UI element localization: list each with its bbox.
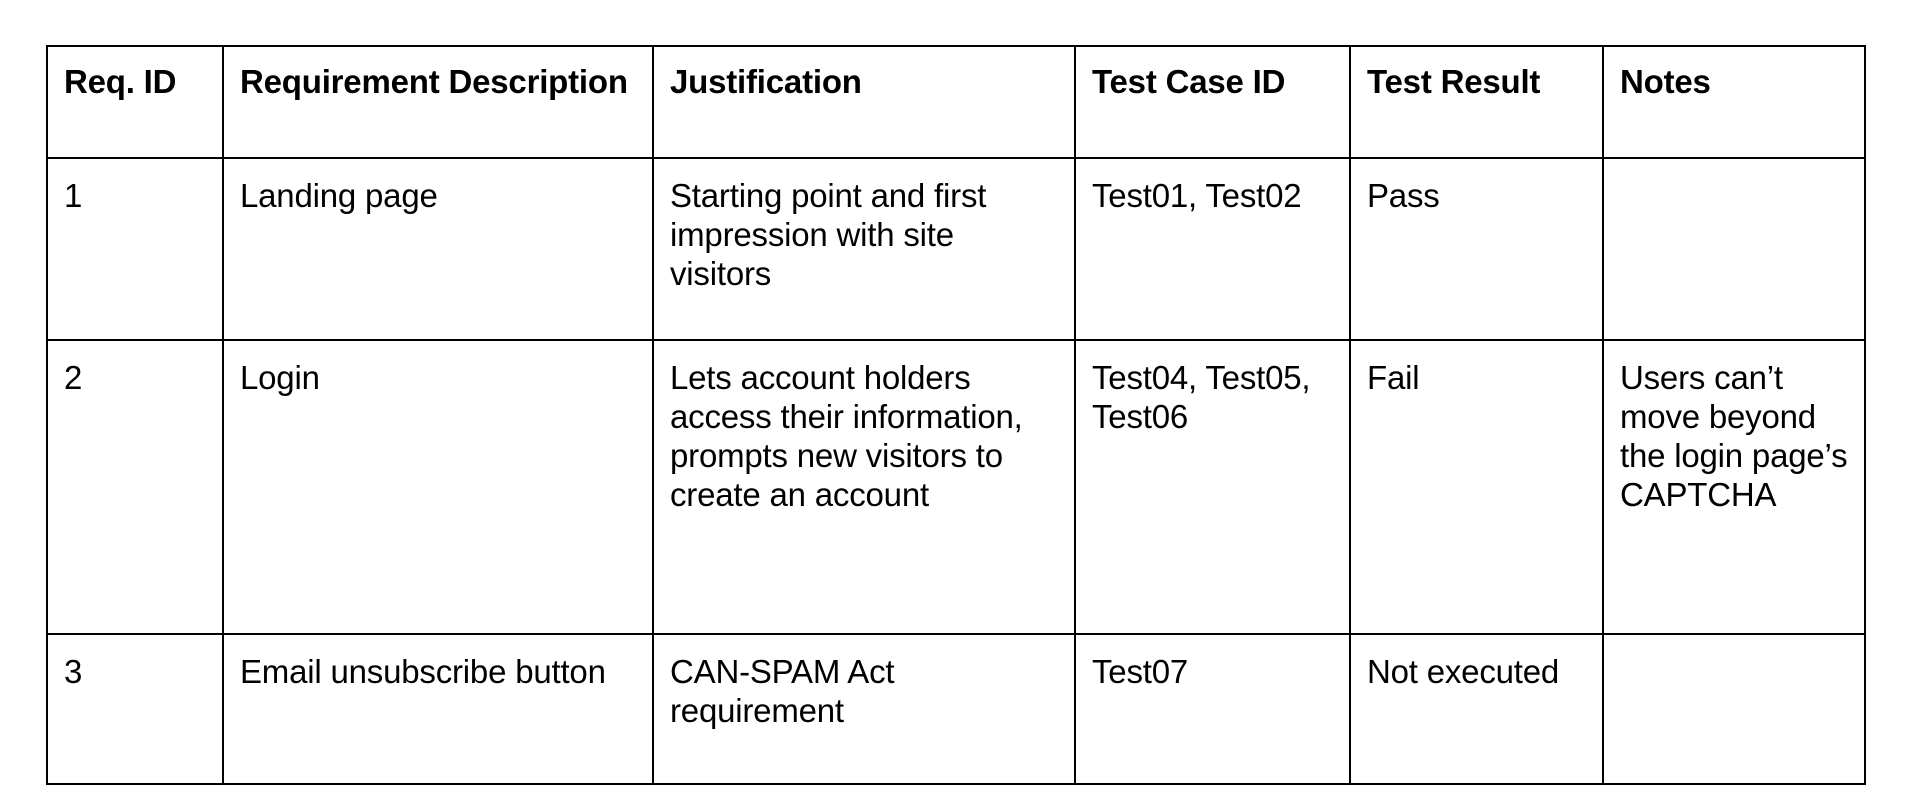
status-badge: Pass (1367, 177, 1440, 214)
cell-test-result: Pass (1349, 157, 1604, 341)
cell-justification: CAN-SPAM Act requirement (652, 633, 1076, 785)
cell-value: Login (240, 359, 320, 396)
cell-value: Users can’t move beyond the login page’s… (1620, 359, 1848, 513)
status-badge: Not executed (1367, 653, 1560, 690)
table-header-row: Req. ID Requirement Description Justific… (46, 45, 1866, 159)
cell-req-id: 1 (46, 157, 224, 341)
cell-value: Test04, Test05, Test06 (1092, 359, 1311, 435)
table-row: 3 Email unsubscribe button CAN-SPAM Act … (46, 633, 1866, 785)
cell-test-case-id: Test04, Test05, Test06 (1074, 339, 1351, 635)
cell-notes (1602, 157, 1866, 341)
column-header-justification: Justification (652, 45, 1076, 159)
column-header-label: Notes (1620, 63, 1711, 100)
cell-value: Starting point and first impression with… (670, 177, 987, 292)
cell-value: Landing page (240, 177, 438, 214)
cell-value (1620, 177, 1848, 178)
cell-justification: Lets account holders access their inform… (652, 339, 1076, 635)
cell-value: Email unsubscribe button (240, 653, 606, 690)
cell-value: CAN-SPAM Act requirement (670, 653, 895, 729)
column-header-label: Justification (670, 63, 862, 100)
cell-value: 2 (64, 359, 83, 396)
cell-req-id: 2 (46, 339, 224, 635)
table-header: Req. ID Requirement Description Justific… (46, 45, 1866, 159)
table-row: 1 Landing page Starting point and first … (46, 157, 1866, 341)
cell-requirement-description: Email unsubscribe button (222, 633, 654, 785)
cell-value: Test01, Test02 (1092, 177, 1302, 214)
cell-requirement-description: Landing page (222, 157, 654, 341)
cell-req-id: 3 (46, 633, 224, 785)
cell-test-result: Not executed (1349, 633, 1604, 785)
cell-test-result: Fail (1349, 339, 1604, 635)
column-header-notes: Notes (1602, 45, 1866, 159)
cell-justification: Starting point and first impression with… (652, 157, 1076, 341)
column-header-test-case-id: Test Case ID (1074, 45, 1351, 159)
cell-value (1620, 653, 1848, 654)
cell-test-case-id: Test07 (1074, 633, 1351, 785)
cell-notes (1602, 633, 1866, 785)
cell-requirement-description: Login (222, 339, 654, 635)
column-header-req-id: Req. ID (46, 45, 224, 159)
cell-test-case-id: Test01, Test02 (1074, 157, 1351, 341)
column-header-requirement-description: Requirement Description (222, 45, 654, 159)
requirements-traceability-table: Req. ID Requirement Description Justific… (46, 45, 1866, 785)
cell-value: Test07 (1092, 653, 1189, 690)
column-header-label: Requirement Description (240, 63, 628, 100)
table-row: 2 Login Lets account holders access thei… (46, 339, 1866, 635)
column-header-label: Req. ID (64, 63, 177, 100)
column-header-test-result: Test Result (1349, 45, 1604, 159)
cell-value: Lets account holders access their inform… (670, 359, 1023, 513)
status-badge: Fail (1367, 359, 1420, 396)
cell-value: 1 (64, 177, 83, 214)
column-header-label: Test Case ID (1092, 63, 1286, 100)
column-header-label: Test Result (1367, 63, 1541, 100)
cell-notes: Users can’t move beyond the login page’s… (1602, 339, 1866, 635)
table-body: 1 Landing page Starting point and first … (46, 157, 1866, 785)
cell-value: 3 (64, 653, 83, 690)
